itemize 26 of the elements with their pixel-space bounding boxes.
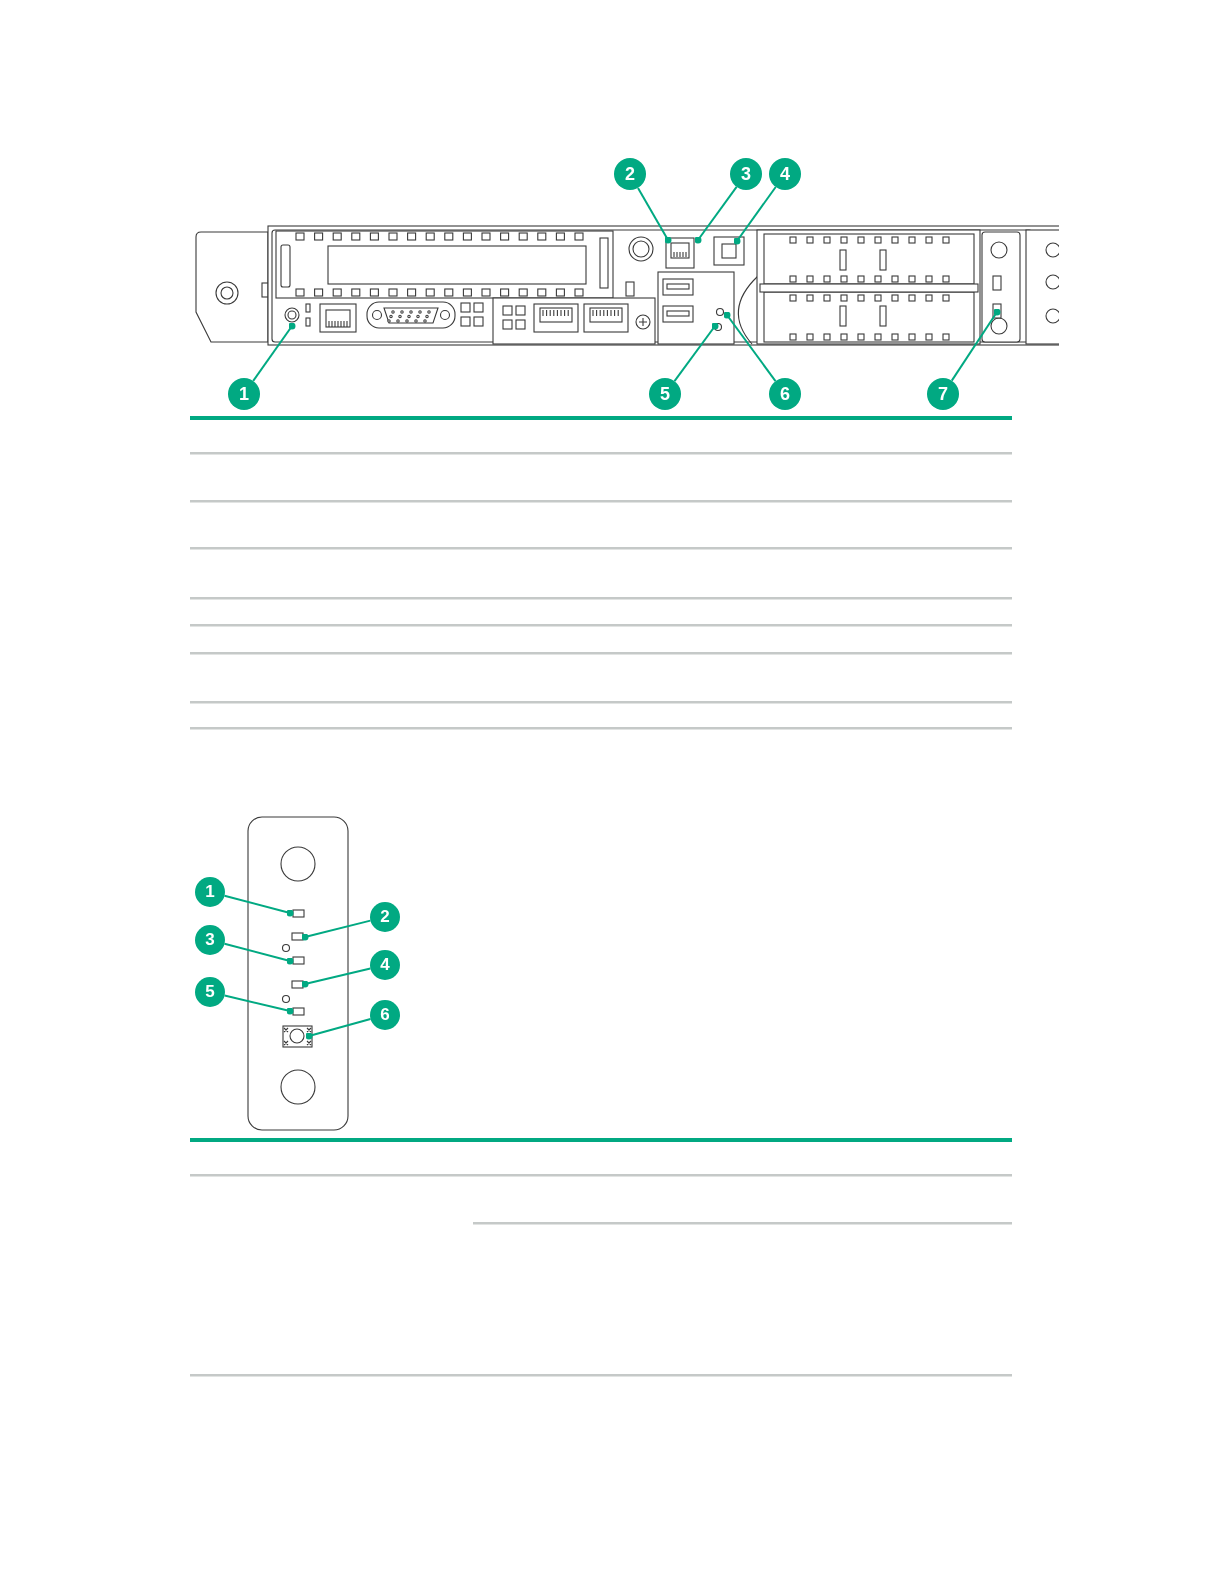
leader-line <box>301 967 372 988</box>
callout-number: 6 <box>769 378 801 410</box>
callout-number: 4 <box>769 158 801 190</box>
callout-number: 3 <box>195 925 225 955</box>
leader-line <box>223 994 294 1015</box>
callout-number: 2 <box>370 902 400 932</box>
callout-number: 4 <box>370 950 400 980</box>
leader-line <box>301 919 372 941</box>
callout-number: 1 <box>228 378 260 410</box>
callout-number: 1 <box>195 877 225 907</box>
leader-line <box>223 894 294 917</box>
callout-number: 7 <box>927 378 959 410</box>
leader-line <box>305 1018 372 1040</box>
callout-number: 2 <box>614 158 646 190</box>
leader-line <box>694 185 738 244</box>
leader-line <box>950 308 1001 382</box>
leader-line <box>637 186 672 244</box>
callout-number: 5 <box>649 378 681 410</box>
leader-line <box>723 311 777 383</box>
callout-number: 6 <box>370 1000 400 1030</box>
leader-line <box>223 942 294 965</box>
leader-line <box>733 186 777 245</box>
callout-number: 5 <box>195 977 225 1007</box>
leader-line <box>673 322 719 383</box>
callout-number: 3 <box>730 158 762 190</box>
leader-line <box>252 322 296 382</box>
